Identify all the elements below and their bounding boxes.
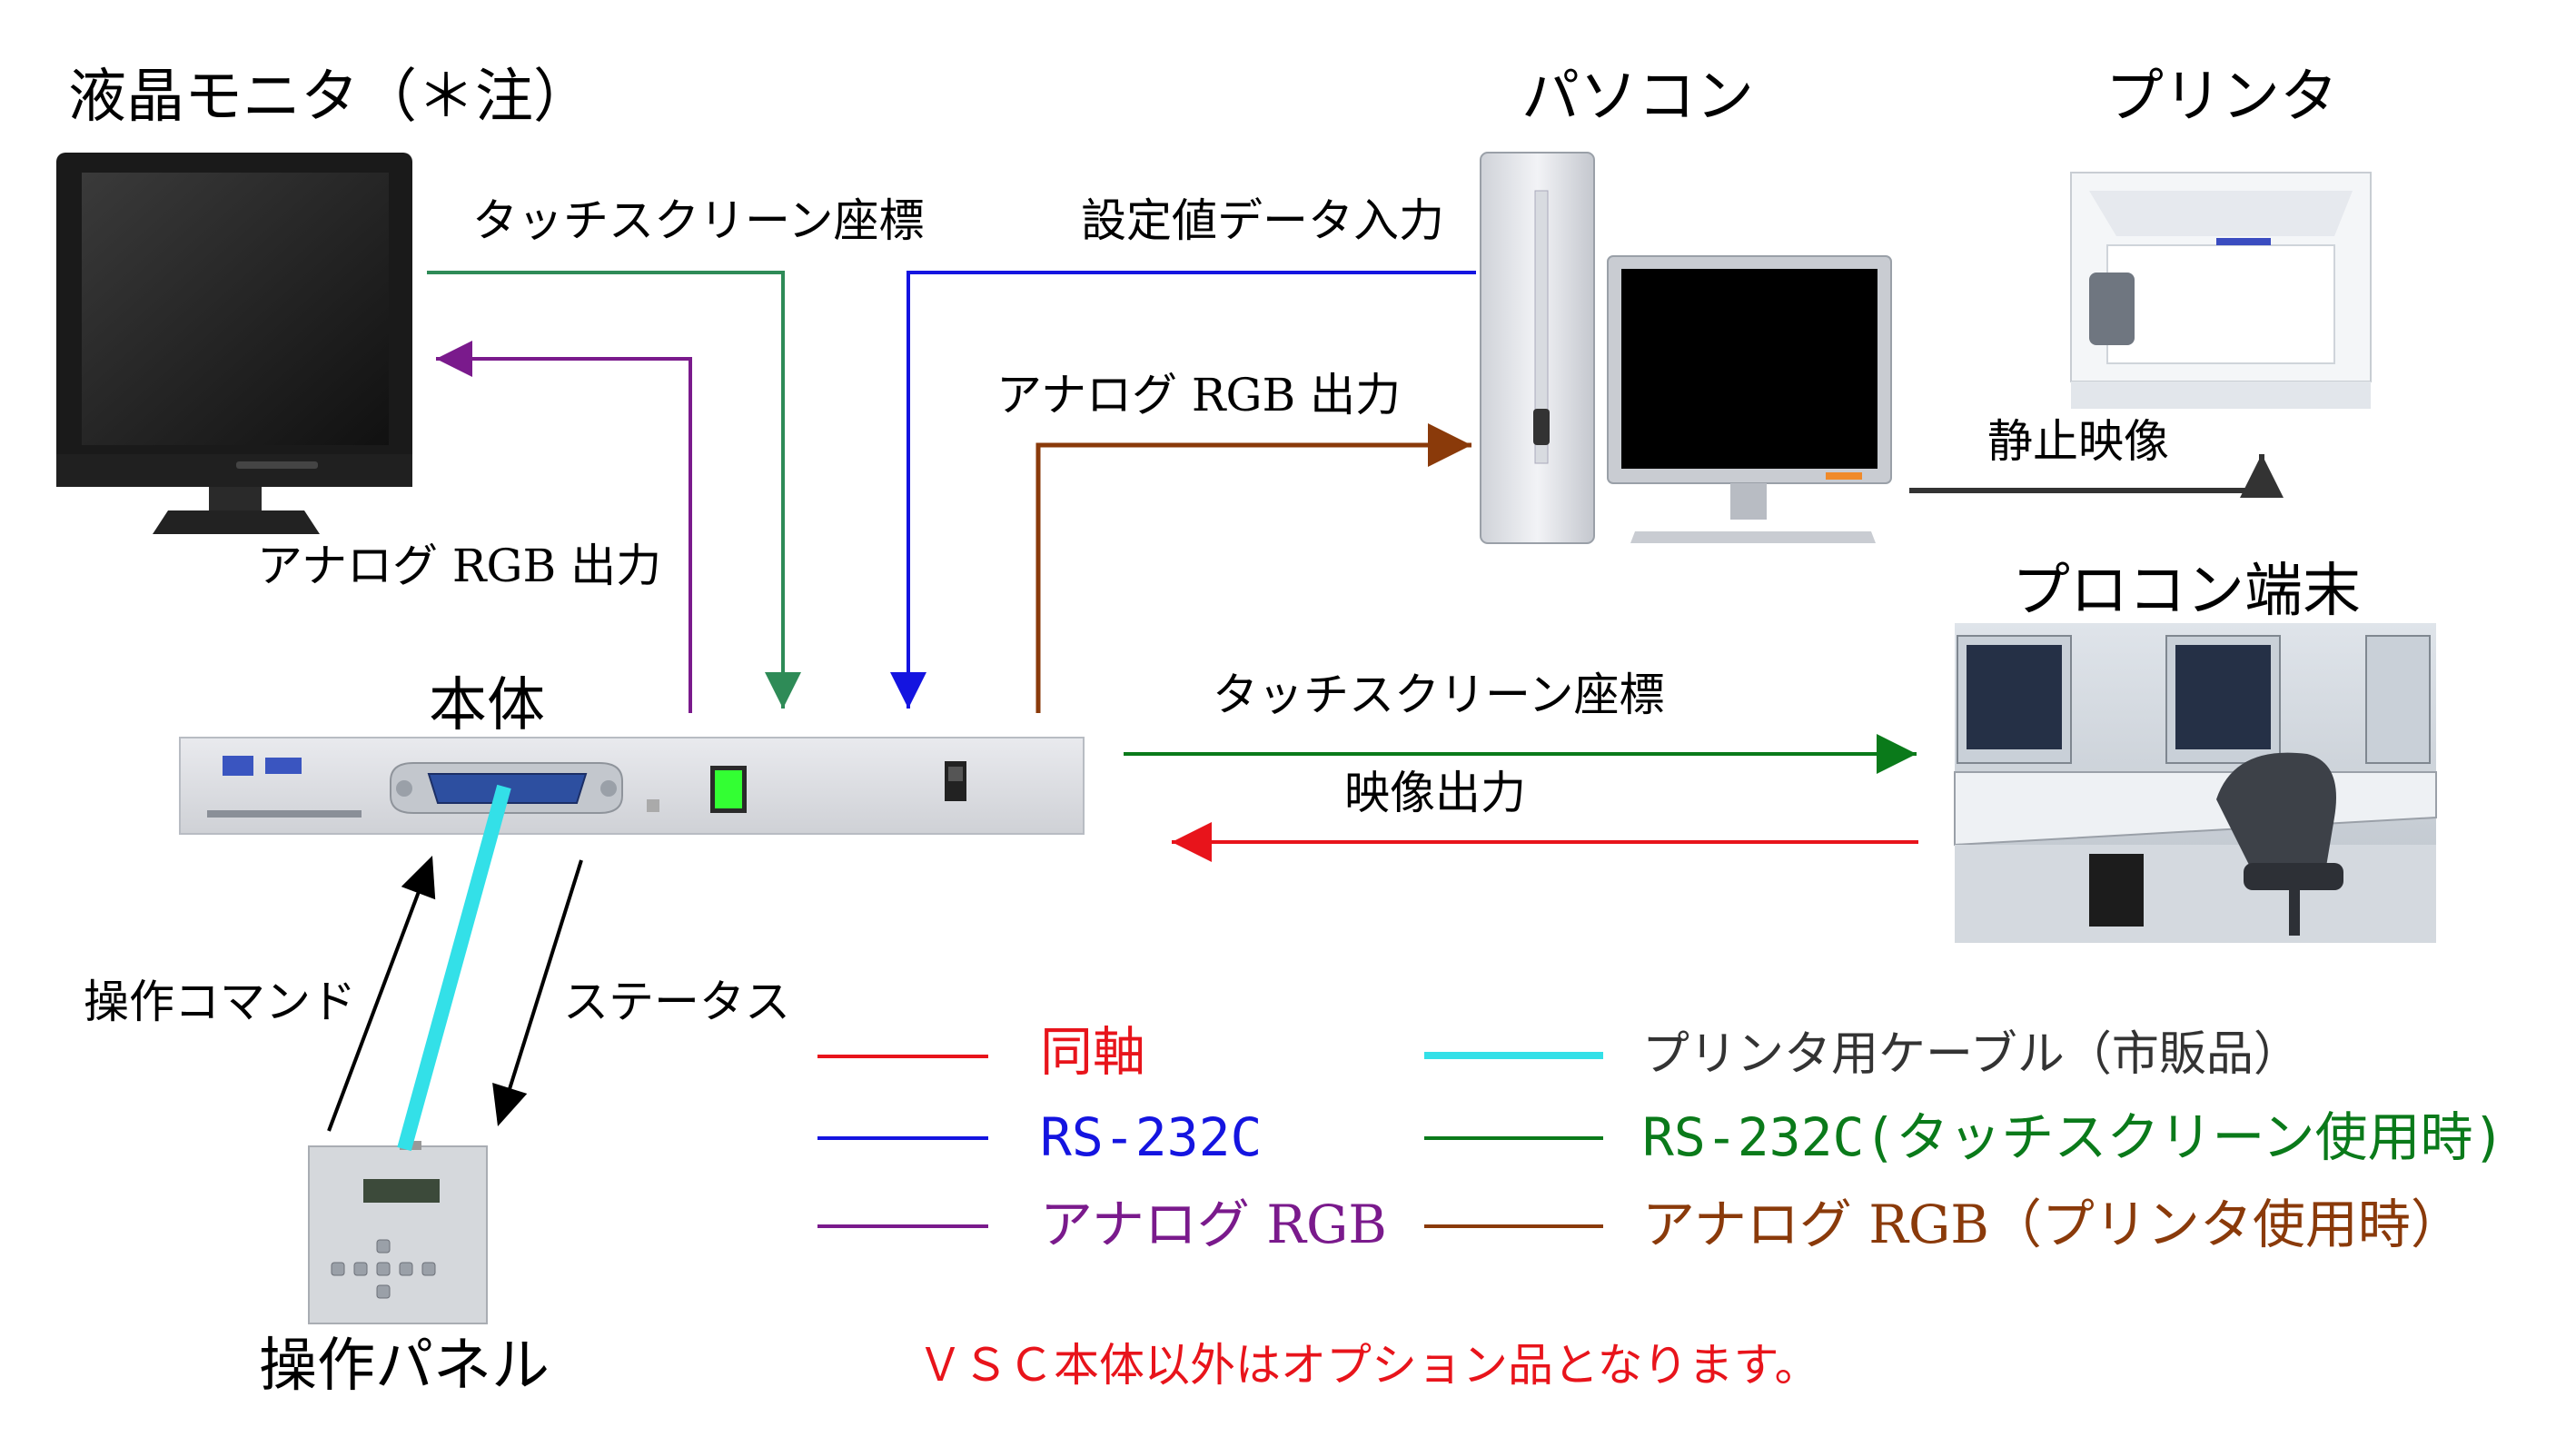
status-line bbox=[502, 859, 583, 1107]
options-note: ＶＳＣ本体以外はオプション品となります。 bbox=[917, 1339, 1820, 1392]
legend-label-coax: 同軸 bbox=[1040, 1021, 1145, 1083]
label-touch-coords-right: タッチスクリーン座標 bbox=[1213, 669, 1665, 721]
label-main-unit: 本体 bbox=[429, 672, 545, 739]
lcd-monitor-icon bbox=[56, 153, 412, 534]
touch-coords-line-top bbox=[427, 271, 801, 709]
status-arrowhead bbox=[492, 1083, 528, 1126]
label-procon: プロコン端末 bbox=[2012, 558, 2361, 625]
label-status: ステータス bbox=[563, 976, 790, 1028]
legend-label-analog-rgb-printer: アナログ RGB（プリンタ使用時） bbox=[1642, 1194, 2463, 1255]
legend-label-rs232: RS-232C bbox=[1040, 1106, 1262, 1168]
legend-label-printer-cable: プリンタ用ケーブル（市販品） bbox=[1642, 1027, 2301, 1082]
label-printer: プリンタ bbox=[2105, 64, 2338, 131]
label-operation-command: 操作コマンド bbox=[84, 976, 356, 1028]
desktop-pc-icon bbox=[1480, 152, 1892, 544]
label-control-panel: 操作パネル bbox=[259, 1333, 550, 1400]
label-analog-rgb-out-monitor: アナログ RGB 出力 bbox=[257, 540, 661, 592]
video-out-line bbox=[1172, 822, 1918, 862]
label-video-out: 映像出力 bbox=[1344, 767, 1526, 819]
laser-printer-icon bbox=[2070, 172, 2372, 409]
legend-label-rs232-touch: RS-232C(タッチスクリーン使用時) bbox=[1642, 1106, 2504, 1168]
label-lcd-monitor: 液晶モニタ（＊注） bbox=[68, 64, 591, 131]
analog-rgb-printer-line bbox=[1035, 423, 1471, 713]
label-setting-data-input: 設定値データ入力 bbox=[1081, 194, 1444, 247]
touch-coords-line-right bbox=[1124, 734, 1917, 774]
label-pc: パソコン bbox=[1521, 64, 1754, 131]
analog-rgb-line-monitor bbox=[436, 341, 692, 713]
connection-lines bbox=[327, 271, 2284, 1152]
legend: 同軸 RS-232C アナログ RGB プリンタ用ケーブル（市販品） RS-23… bbox=[817, 1021, 2504, 1255]
rack-unit-icon bbox=[179, 737, 1085, 835]
control-panel-icon bbox=[308, 1141, 488, 1324]
still-image-line bbox=[1909, 454, 2284, 498]
label-analog-rgb-out-pc: アナログ RGB 出力 bbox=[996, 369, 1401, 421]
printer-cable-line bbox=[397, 784, 511, 1152]
legend-label-analog-rgb: アナログ RGB bbox=[1040, 1194, 1387, 1255]
label-touch-coords-top: タッチスクリーン座標 bbox=[472, 194, 925, 247]
rs232-line-setting-data bbox=[890, 271, 1476, 709]
control-room-console-icon bbox=[1954, 623, 2437, 943]
operation-command-arrowhead bbox=[401, 856, 436, 900]
label-still-image: 静止映像 bbox=[1987, 415, 2169, 468]
operation-command-line bbox=[327, 874, 427, 1132]
